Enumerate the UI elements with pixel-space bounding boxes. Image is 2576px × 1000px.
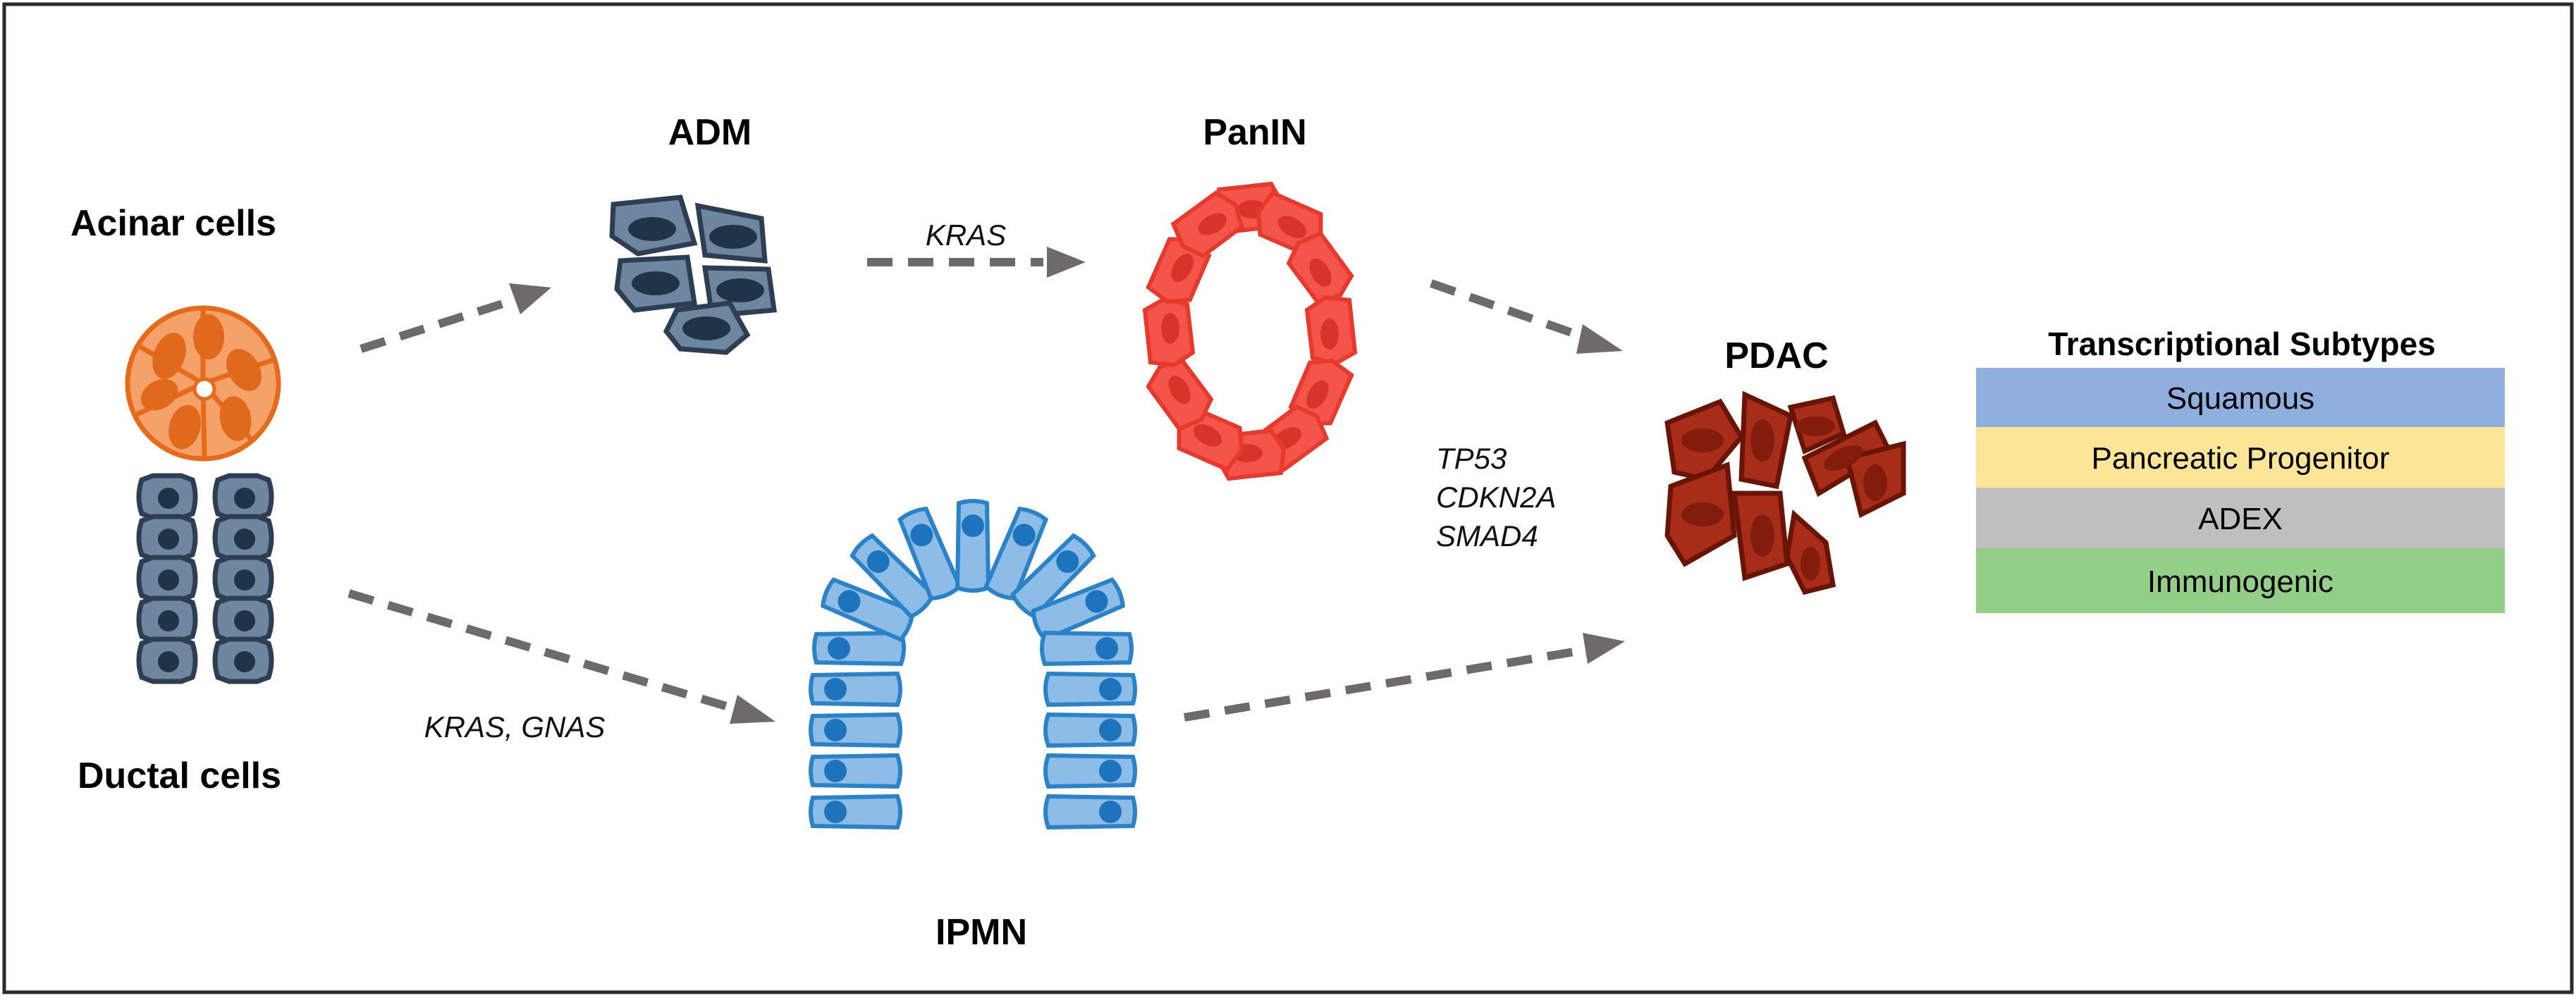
gene-tp53-label: TP53 (1436, 442, 1507, 475)
panin-cell (1288, 358, 1354, 426)
ipmn-cell (809, 671, 902, 708)
subtype-label-pancreatic-progenitor: Pancreatic Progenitor (2091, 441, 2389, 476)
ipmn-cell (809, 794, 902, 830)
panin-cell (1304, 295, 1358, 366)
ductal-cell (136, 473, 198, 521)
gene-cdkn2a-label: CDKN2A (1436, 481, 1556, 514)
ductal-cells-label: Ductal cells (78, 755, 281, 796)
subtype-row-pancreatic-progenitor (1976, 427, 2505, 488)
ductal-cell (136, 514, 198, 562)
ipmn-cell (1040, 630, 1134, 667)
arrow-ductal-to-ipmn (348, 589, 775, 724)
ipmn-label: IPMN (936, 912, 1027, 953)
subtype-label-squamous: Squamous (2166, 381, 2314, 416)
ipmn-cell (1043, 794, 1137, 830)
ipmn-illustration (809, 499, 1137, 830)
gene-kras-gnas-label: KRAS, GNAS (424, 710, 606, 743)
panin-cell (1142, 296, 1196, 368)
acinar-cells-label: Acinar cells (70, 203, 276, 244)
ductal-cell (212, 595, 274, 643)
ductal-cell (136, 595, 198, 643)
transcriptional-subtypes-table: Transcriptional Subtypes Squamous Pancre… (1976, 326, 2505, 613)
panin-label: PanIN (1203, 112, 1306, 153)
gene-kras-label: KRAS (926, 218, 1006, 252)
gene-smad4-label: SMAD4 (1436, 519, 1538, 553)
ipmn-cell (821, 577, 915, 643)
adm-label: ADM (668, 112, 752, 153)
panin-cell (1146, 237, 1212, 304)
subtype-row-immunogenic (1976, 548, 2505, 613)
pdac-label: PDAC (1724, 335, 1828, 376)
ductal-cell (212, 636, 274, 684)
arrow-acinar-to-adm (360, 283, 551, 353)
ductal-cell (212, 514, 274, 562)
pdac-illustration (1664, 390, 1906, 595)
ipmn-cell (812, 630, 906, 667)
ductal-cell (136, 636, 198, 684)
ductal-cell (136, 555, 198, 603)
ipmn-cell (1043, 753, 1137, 789)
panin-cell (1256, 190, 1323, 257)
subtypes-title: Transcriptional Subtypes (2048, 326, 2436, 362)
ipmn-cell (809, 712, 902, 748)
arrow-panin-to-pdac (1430, 279, 1623, 354)
arrow-adm-to-panin (867, 247, 1086, 278)
ductal-cell (212, 473, 274, 521)
ipmn-cell (897, 506, 962, 601)
subtype-row-squamous (1976, 368, 2505, 427)
adm-illustration (609, 195, 777, 355)
subtype-label-adex: ADEX (2198, 502, 2283, 536)
subtype-row-adex (1976, 488, 2505, 548)
ipmn-cell (1043, 671, 1137, 708)
ductal-cells-illustration (136, 473, 274, 684)
ipmn-cell (983, 506, 1049, 601)
ipmn-cell (809, 753, 902, 789)
arrow-ipmn-to-pdac (1184, 633, 1625, 722)
ductal-cell (212, 555, 274, 603)
panin-illustration (1142, 181, 1358, 481)
ipmn-cell (955, 499, 991, 593)
ipmn-cell (1031, 577, 1125, 643)
ipmn-cell (1010, 533, 1096, 619)
panin-cell (1170, 190, 1244, 259)
subtype-label-immunogenic: Immunogenic (2147, 564, 2333, 599)
acinar-cells-illustration (125, 305, 281, 462)
ipmn-cell (1043, 712, 1137, 748)
